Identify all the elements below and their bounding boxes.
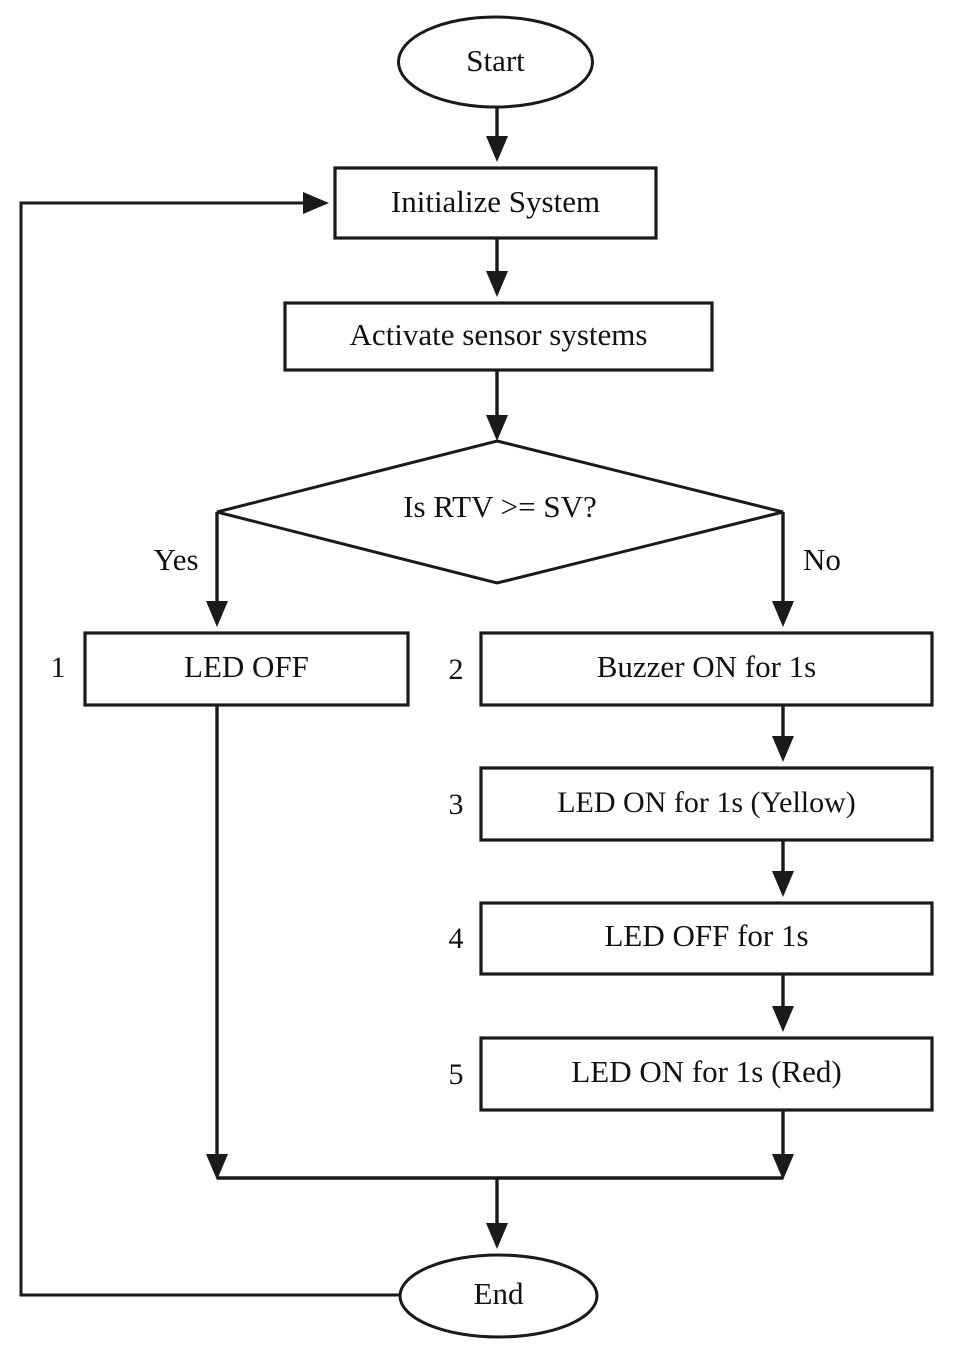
step5-box-shape [479,1036,934,1112]
node-decision-rtv-sv[interactable]: Is RTV >= SV? [216,439,784,585]
node-step4-led-off-1s[interactable]: LED OFF for 1s [479,901,934,976]
node-step2-buzzer-on[interactable]: Buzzer ON for 1s [479,631,934,707]
step3-box-shape [479,766,934,842]
end-oval-shape [398,1253,599,1339]
step3-number: 3 [449,788,464,821]
branch-label-yes: Yes [153,542,198,577]
step1-box-shape [83,631,410,707]
step4-number: 4 [449,922,464,955]
step1-label: LED OFF [184,649,309,684]
start-oval-shape [397,15,594,109]
branch-label-no: No [803,542,841,577]
step4-label: LED OFF for 1s [604,918,808,953]
activate-box-shape [283,301,714,372]
step2-number: 2 [449,653,464,686]
step4-box-shape [479,901,934,976]
initialize-label: Initialize System [391,184,600,219]
node-step1-led-off[interactable]: LED OFF [83,631,410,707]
node-activate-sensors[interactable]: Activate sensor systems [283,301,714,372]
decision-diamond-shape [216,439,784,585]
step1-number: 1 [51,651,66,684]
node-end[interactable]: End [398,1253,599,1339]
start-label: Start [466,43,525,78]
node-step3-led-on-yellow[interactable]: LED ON for 1s (Yellow) [479,766,934,842]
node-step5-led-on-red[interactable]: LED ON for 1s (Red) [479,1036,934,1112]
node-start[interactable]: Start [397,15,594,109]
edge-end-to-initialize-feedback [19,192,400,1297]
step3-label: LED ON for 1s (Yellow) [557,786,856,819]
node-initialize-system[interactable]: Initialize System [333,166,658,240]
step2-label: Buzzer ON for 1s [597,649,817,684]
end-label: End [474,1276,524,1311]
initialize-box-shape [333,166,658,240]
step5-number: 5 [449,1058,464,1091]
decision-label: Is RTV >= SV? [403,489,597,524]
activate-label: Activate sensor systems [350,317,648,352]
step5-label: LED ON for 1s (Red) [571,1054,841,1089]
step2-box-shape [479,631,934,707]
